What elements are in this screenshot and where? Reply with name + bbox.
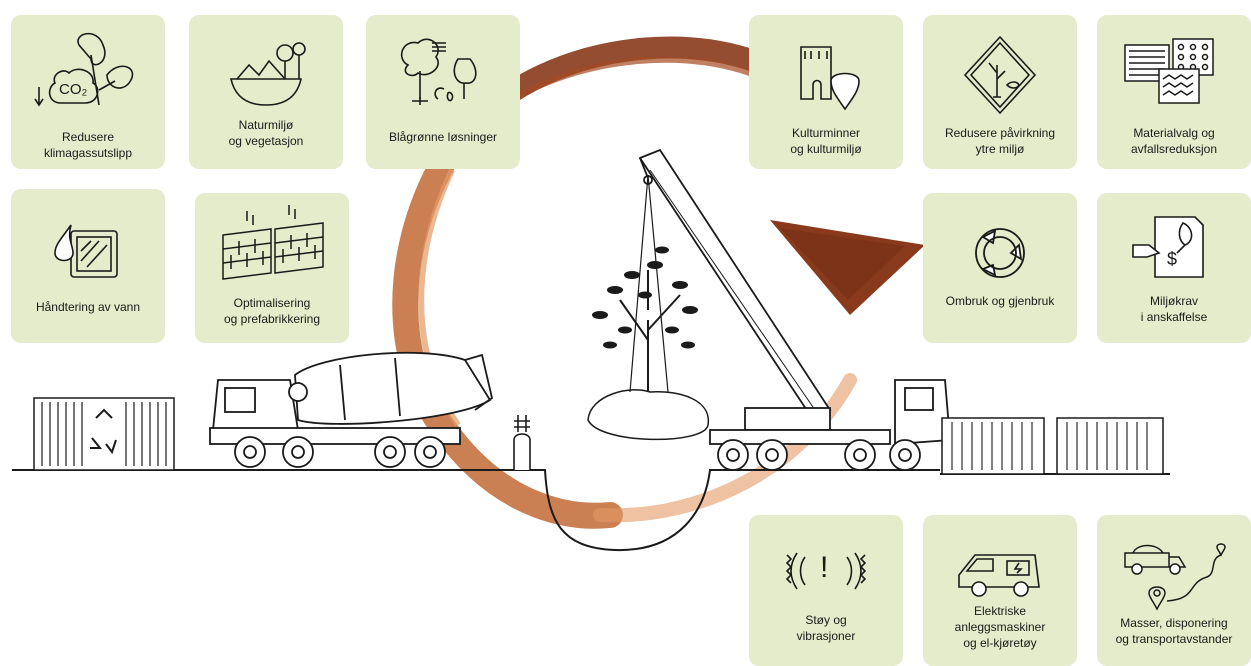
heritage-location-icon [800,46,860,111]
card-ytre-miljo: Redusere påvirkning ytre miljø [923,15,1077,169]
material-samples-icon [1124,38,1214,104]
card-label: Materialvalg og avfallsreduksjon [1130,126,1218,156]
card-naturmiljo: Naturmiljø og vegetasjon [189,15,343,169]
card-label: Masser, disponering og transportavstande… [1115,616,1233,646]
brick-wall-icon [222,205,324,280]
card-label: Kulturminner og kulturmiljø [790,126,862,156]
card-kulturminner: Kulturminner og kulturmiljø [749,15,903,169]
crane-truck-icon [638,148,951,471]
concrete-mixer-truck-icon [209,351,494,468]
tree-root-ball-icon [587,174,709,441]
card-masser: Masser, disponering og transportavstande… [1097,515,1251,666]
card-blagronn: Blågrønne løsninger [366,15,520,169]
card-vann: Håndtering av vann [11,189,165,343]
container-icon [941,417,1164,475]
procurement-document-icon [1132,216,1204,278]
exclamation-text: ! [820,551,829,584]
electric-van-icon [958,554,1040,597]
card-ombruk: Ombruk og gjenbruk [923,193,1077,343]
card-label: Redusere påvirkning ytre miljø [944,126,1056,156]
warning-sign-icon [963,35,1037,115]
truck-route-icon [1124,543,1226,611]
recycling-container-icon [33,397,175,471]
valve-hydrant-icon [513,415,531,470]
trees-water-icon [400,38,477,105]
noise-vibration-icon [785,552,867,590]
card-elektriske: Elektriske anleggsmaskiner og el-kjøretø… [923,515,1077,666]
card-label: Støy og vibrasjoner [796,613,856,643]
card-label: Håndtering av vann [35,300,141,314]
card-label: Blågrønne løsninger [388,130,498,144]
dollar-text: $ [1167,249,1178,269]
water-drop-drain-icon [54,224,118,278]
card-prefab: Optimalisering og prefabrikkering [195,193,349,343]
co2-plant-icon [34,32,134,107]
landscape-bowl-icon [230,42,306,106]
card-miljokrav: $ Miljøkrav i anskaffelse [1097,193,1251,343]
card-label: Miljøkrav i anskaffelse [1140,294,1208,324]
card-label: Ombruk og gjenbruk [945,294,1055,308]
card-klimagass: CO₂ Redusere klimagassutslipp [11,15,165,169]
card-label: Naturmiljø og vegetasjon [228,118,304,148]
card-label: Redusere klimagassutslipp [43,130,133,160]
card-materialvalg: Materialvalg og avfallsreduksjon [1097,15,1251,169]
co2-text: CO₂ [59,81,88,98]
card-stoy: ! Støy og vibrasjoner [749,515,903,666]
card-label: Elektriske anleggsmaskiner og el-kjøretø… [954,604,1046,650]
card-label: Optimalisering og prefabrikkering [223,296,321,326]
recycle-icon [975,228,1025,278]
